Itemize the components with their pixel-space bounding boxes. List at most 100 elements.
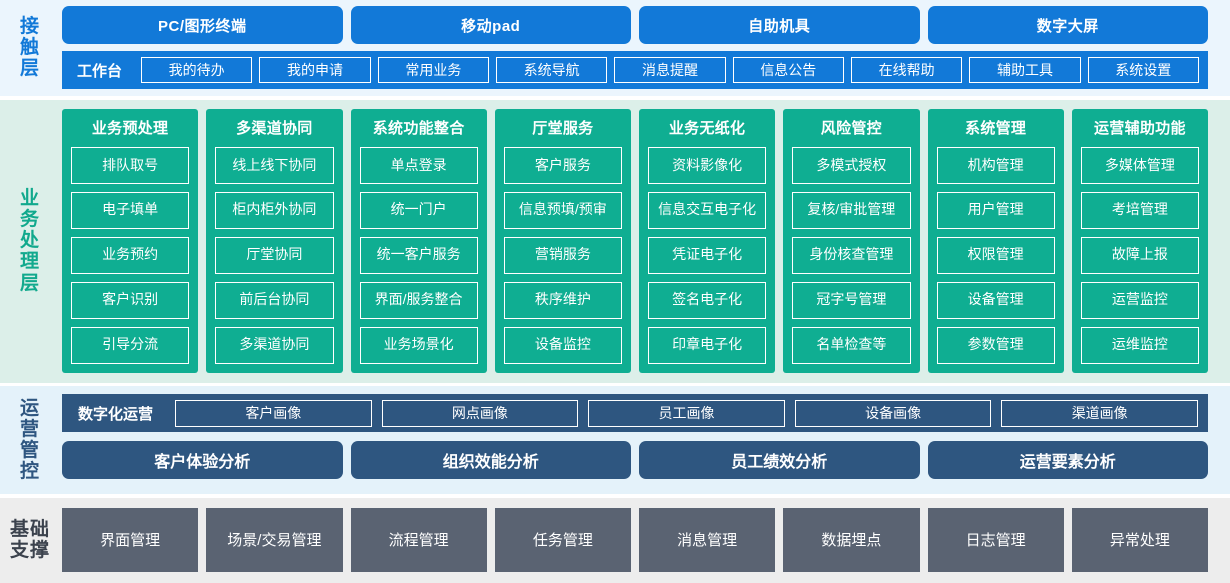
- business-item[interactable]: 名单检查等: [792, 326, 911, 364]
- column-items: 排队取号 电子填单 业务预约 客户识别 引导分流: [71, 146, 190, 364]
- business-item[interactable]: 多渠道协同: [215, 326, 334, 364]
- business-columns: 业务预处理 排队取号 电子填单 业务预约 客户识别 引导分流 多渠道协同 线上线…: [60, 108, 1230, 373]
- layer-label-char: 层: [19, 272, 40, 294]
- business-item[interactable]: 客户识别: [71, 281, 190, 319]
- base-layer-body: 界面管理 场景/交易管理 流程管理 任务管理 消息管理 数据埋点 日志管理 异常…: [60, 507, 1230, 572]
- business-item[interactable]: 信息交互电子化: [648, 191, 767, 229]
- business-item[interactable]: 界面/服务整合: [359, 281, 478, 319]
- business-item[interactable]: 凭证电子化: [648, 236, 767, 274]
- business-item[interactable]: 印章电子化: [648, 326, 767, 364]
- column-title: 风险管控: [820, 119, 882, 137]
- nav-item-message-alert[interactable]: 消息提醒: [614, 57, 726, 83]
- business-column-preprocessing: 业务预处理 排队取号 电子填单 业务预约 客户识别 引导分流: [62, 108, 199, 373]
- layer-label-char: 接: [19, 15, 40, 37]
- channel-self-service[interactable]: 自助机具: [639, 6, 920, 44]
- business-item[interactable]: 信息预填/预审: [503, 191, 622, 229]
- business-item[interactable]: 签名电子化: [648, 281, 767, 319]
- business-item[interactable]: 电子填单: [71, 191, 190, 229]
- business-item[interactable]: 设备管理: [936, 281, 1055, 319]
- nav-item-announcement[interactable]: 信息公告: [732, 57, 844, 83]
- column-title: 系统功能整合: [372, 119, 465, 137]
- base-items-row: 界面管理 场景/交易管理 流程管理 任务管理 消息管理 数据埋点 日志管理 异常…: [60, 507, 1230, 572]
- business-item[interactable]: 机构管理: [936, 146, 1055, 184]
- business-item[interactable]: 厅堂协同: [215, 236, 334, 274]
- business-item[interactable]: 用户管理: [936, 191, 1055, 229]
- business-item[interactable]: 业务预约: [71, 236, 190, 274]
- analysis-employee-performance[interactable]: 员工绩效分析: [639, 441, 920, 480]
- business-item[interactable]: 线上线下协同: [215, 146, 334, 184]
- analysis-organization-efficiency[interactable]: 组织效能分析: [350, 441, 631, 480]
- column-title: 多渠道协同: [236, 119, 313, 137]
- base-item-process-management[interactable]: 流程管理: [350, 507, 487, 572]
- layer-base-support: 基础 支撑 界面管理 场景/交易管理 流程管理 任务管理 消息管理 数据埋点 日…: [0, 497, 1230, 583]
- base-item-task-management[interactable]: 任务管理: [494, 507, 631, 572]
- column-items: 机构管理 用户管理 权限管理 设备管理 参数管理: [936, 146, 1055, 364]
- base-item-scenario-transaction-management[interactable]: 场景/交易管理: [206, 507, 343, 572]
- business-item[interactable]: 统一客户服务: [359, 236, 478, 274]
- layer-label-char: 理: [19, 251, 40, 273]
- layer-label-char: 层: [19, 58, 40, 80]
- business-column-multichannel: 多渠道协同 线上线下协同 柜内柜外协同 厅堂协同 前后台协同 多渠道协同: [206, 108, 343, 373]
- nav-item-online-help[interactable]: 在线帮助: [850, 57, 963, 83]
- business-item[interactable]: 资料影像化: [648, 146, 767, 184]
- nav-item-my-application[interactable]: 我的申请: [259, 57, 371, 83]
- business-item[interactable]: 柜内柜外协同: [215, 191, 334, 229]
- business-item[interactable]: 前后台协同: [215, 281, 334, 319]
- business-item[interactable]: 复核/审批管理: [792, 191, 911, 229]
- business-item[interactable]: 单点登录: [359, 146, 478, 184]
- nav-item-utility-tools[interactable]: 辅助工具: [969, 57, 1081, 83]
- column-title: 业务无纸化: [668, 119, 746, 137]
- business-item[interactable]: 客户服务: [503, 146, 622, 184]
- business-item[interactable]: 设备监控: [503, 326, 622, 364]
- layer-operations: 运 营 管 控 数字化运营 客户画像 网点画像 员工画像 设备画像 渠道画像 客…: [0, 386, 1230, 494]
- layer-label-char: 触: [19, 36, 40, 58]
- base-item-exception-handling[interactable]: 异常处理: [1071, 507, 1208, 572]
- business-item[interactable]: 秩序维护: [503, 281, 622, 319]
- layer-label-line: 支撑: [9, 539, 50, 561]
- business-item[interactable]: 多模式授权: [792, 146, 911, 184]
- base-item-log-management[interactable]: 日志管理: [927, 507, 1064, 572]
- nav-item-common-business[interactable]: 常用业务: [377, 57, 489, 83]
- nav-item-system-navigation[interactable]: 系统导航: [496, 57, 608, 83]
- nav-item-my-todo[interactable]: 我的待办: [141, 57, 253, 83]
- analysis-row: 客户体验分析 组织效能分析 员工绩效分析 运营要素分析: [60, 432, 1230, 480]
- business-column-risk-control: 风险管控 多模式授权 复核/审批管理 身份核查管理 冠字号管理 名单检查等: [783, 108, 920, 373]
- business-item[interactable]: 权限管理: [936, 236, 1055, 274]
- base-item-ui-management[interactable]: 界面管理: [62, 507, 199, 572]
- business-item[interactable]: 运营监控: [1080, 281, 1199, 319]
- channel-digital-screen[interactable]: 数字大屏: [927, 6, 1208, 44]
- channel-pc[interactable]: PC/图形终端: [62, 6, 343, 44]
- layer-contact: 接 触 层 PC/图形终端 移动pad 自助机具 数字大屏 工作台 我的待办 我…: [0, 0, 1230, 96]
- business-item[interactable]: 排队取号: [71, 146, 190, 184]
- business-item[interactable]: 引导分流: [71, 326, 190, 364]
- portrait-employee[interactable]: 员工画像: [588, 399, 785, 427]
- nav-item-system-settings[interactable]: 系统设置: [1087, 57, 1199, 83]
- channel-mobile-pad[interactable]: 移动pad: [350, 6, 631, 44]
- business-item[interactable]: 故障上报: [1080, 236, 1199, 274]
- column-title: 运营辅助功能: [1093, 119, 1186, 137]
- business-item[interactable]: 运维监控: [1080, 326, 1199, 364]
- column-items: 多媒体管理 考培管理 故障上报 运营监控 运维监控: [1080, 146, 1199, 364]
- business-column-lobby-service: 厅堂服务 客户服务 信息预填/预审 营销服务 秩序维护 设备监控: [494, 108, 631, 373]
- portrait-channel[interactable]: 渠道画像: [1001, 399, 1198, 427]
- business-item[interactable]: 身份核查管理: [792, 236, 911, 274]
- layer-label-operations: 运 营 管 控: [0, 394, 60, 485]
- analysis-operation-factors[interactable]: 运营要素分析: [927, 441, 1208, 480]
- portrait-branch[interactable]: 网点画像: [381, 399, 579, 427]
- business-item[interactable]: 考培管理: [1080, 191, 1199, 229]
- analysis-customer-experience[interactable]: 客户体验分析: [62, 441, 343, 480]
- business-item[interactable]: 参数管理: [936, 326, 1055, 364]
- portrait-customer[interactable]: 客户画像: [175, 399, 372, 427]
- portrait-device[interactable]: 设备画像: [794, 399, 992, 427]
- base-item-data-tracking[interactable]: 数据埋点: [783, 507, 920, 572]
- business-item[interactable]: 冠字号管理: [792, 281, 911, 319]
- base-item-message-management[interactable]: 消息管理: [639, 507, 776, 572]
- digital-operations-bar: 数字化运营 客户画像 网点画像 员工画像 设备画像 渠道画像: [62, 394, 1208, 433]
- business-item[interactable]: 业务场景化: [359, 326, 478, 364]
- section-divider: [0, 96, 1230, 100]
- business-item[interactable]: 统一门户: [359, 191, 478, 229]
- layer-label-line: 基础: [9, 518, 50, 540]
- business-item[interactable]: 多媒体管理: [1080, 146, 1199, 184]
- section-divider: [0, 382, 1230, 387]
- business-item[interactable]: 营销服务: [503, 236, 622, 274]
